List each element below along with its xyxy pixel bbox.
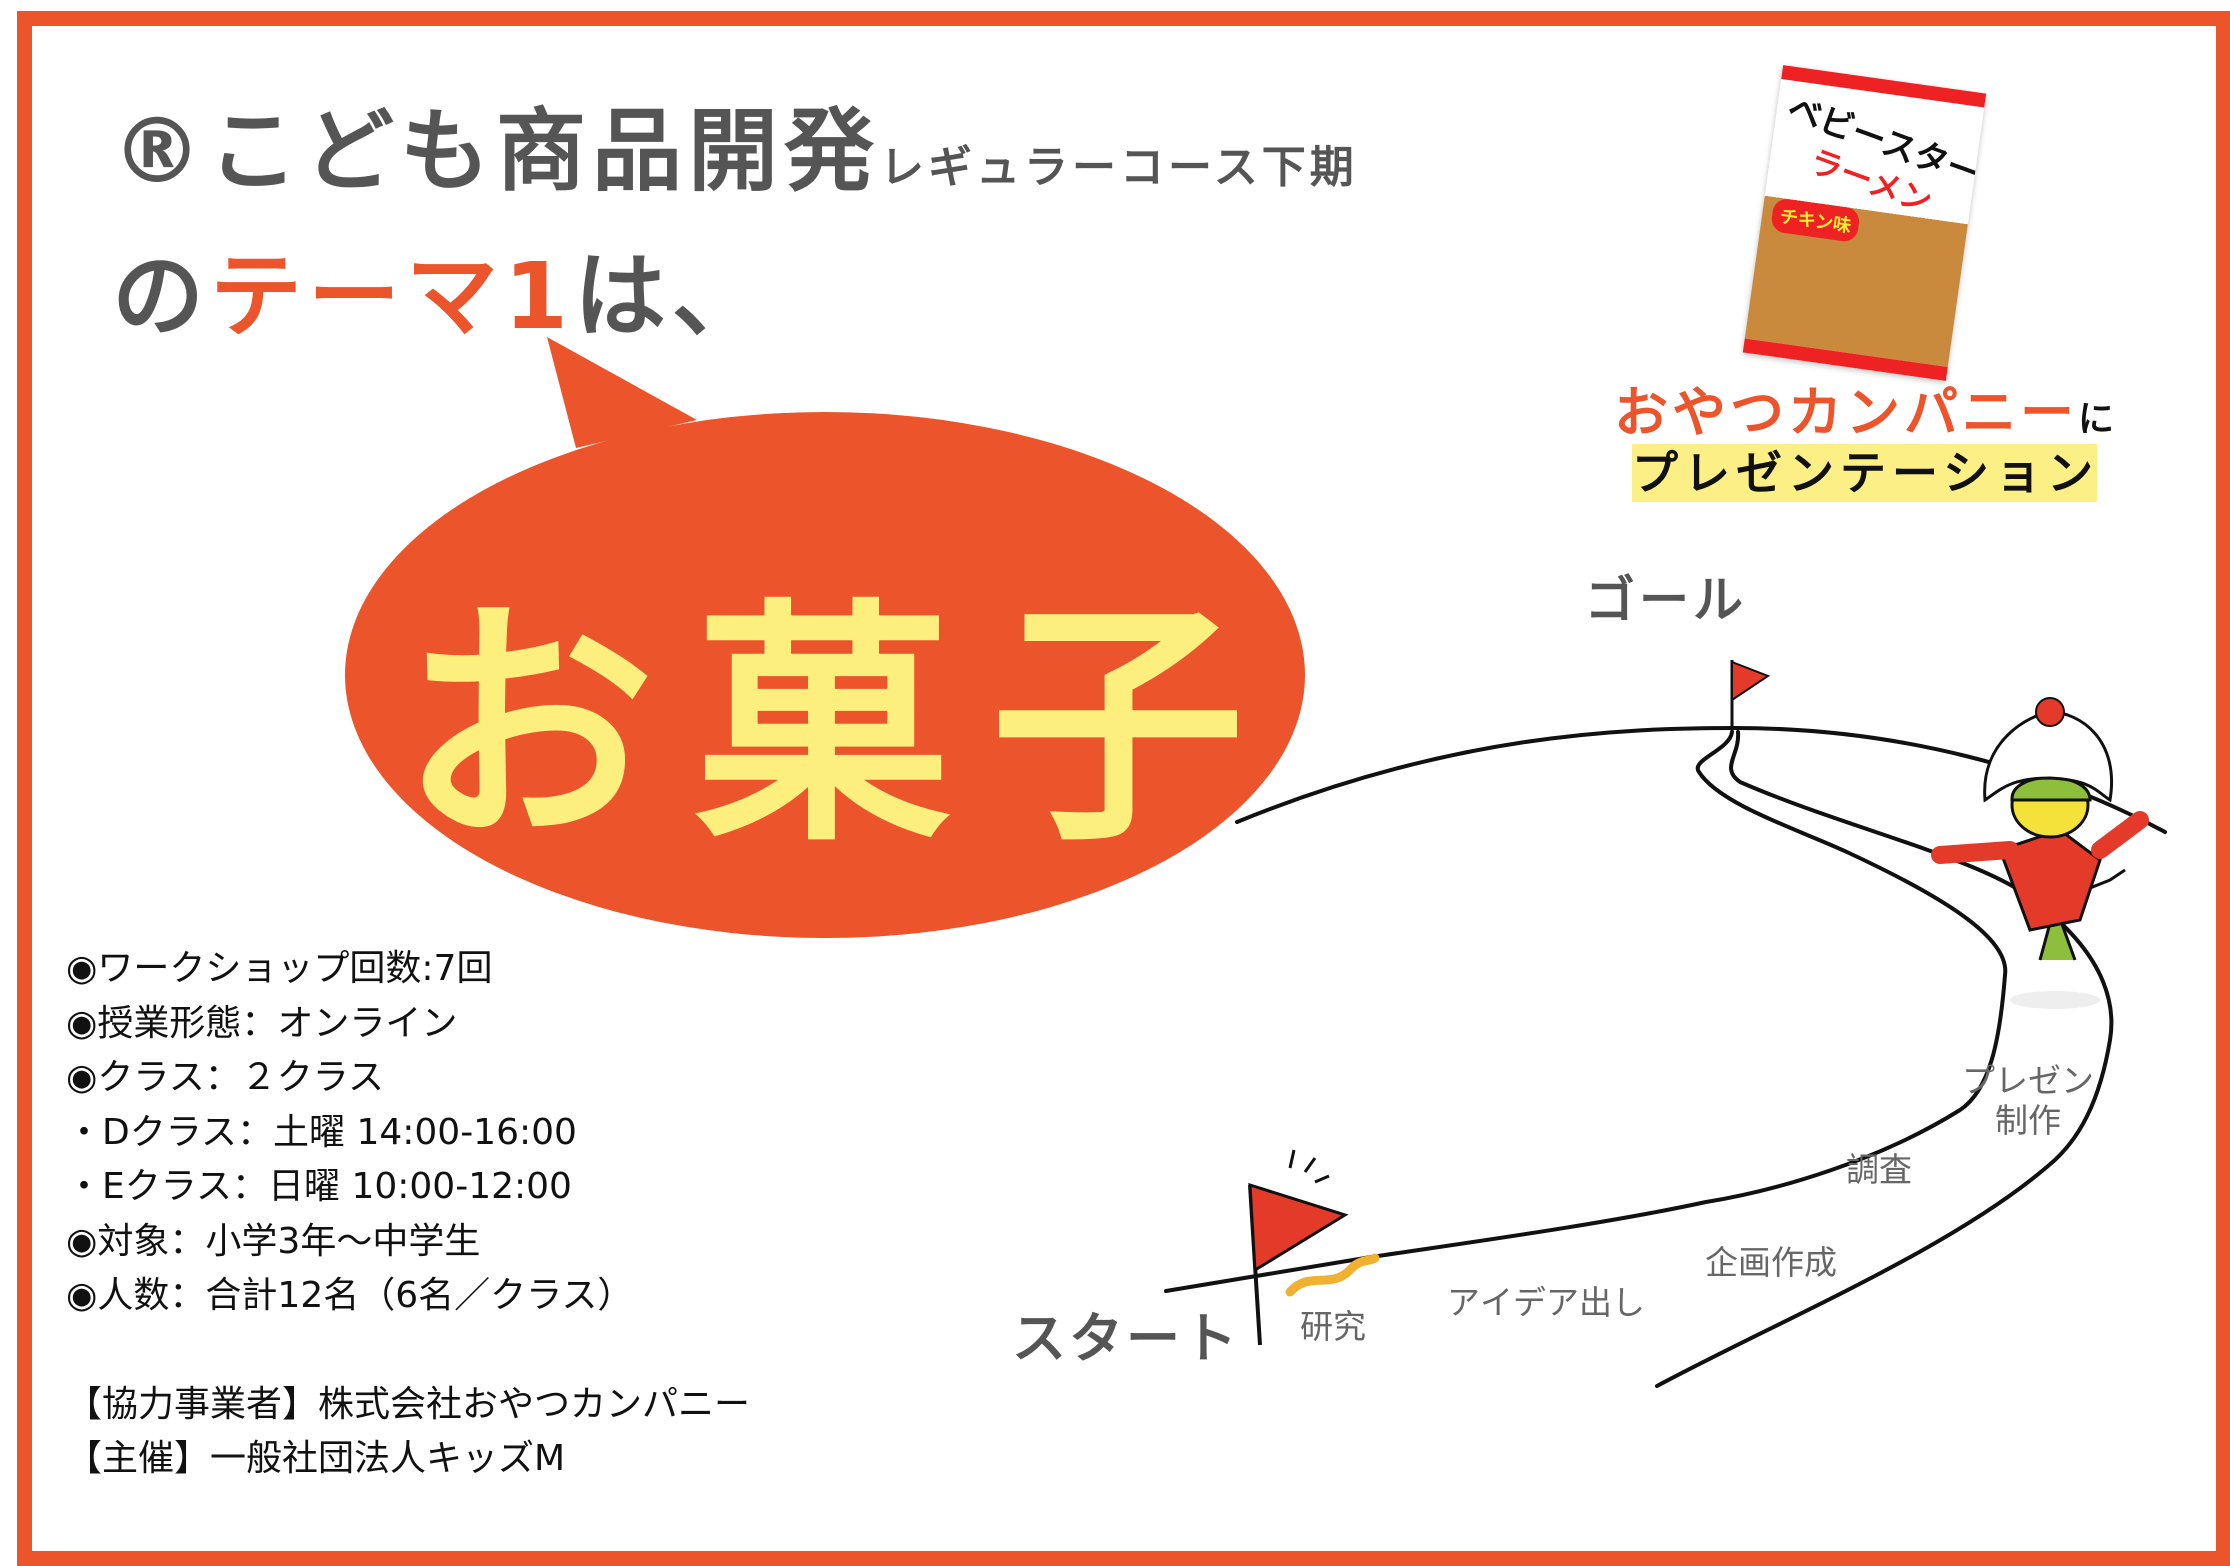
step-research: 研究 [1300, 1307, 1366, 1346]
workshop-info: ◉ワークショップ回数:7回 ◉授業形態：オンライン ◉クラス：２クラス ・Dクラ… [66, 942, 750, 1487]
step-survey: 調査 [1846, 1150, 1912, 1189]
info-item: ・Dクラス：土曜 14:00-16:00 [66, 1111, 577, 1153]
goal-flag-icon [1730, 660, 1771, 735]
start-flag-icon [1248, 1149, 1380, 1346]
title-prefix: の [112, 243, 211, 350]
road-edge-a [1164, 730, 2008, 1293]
organizer-credit: 【主催】一般社団法人キッズM [66, 1438, 566, 1479]
step-presentation-line1: プレゼン [1962, 1061, 2094, 1100]
step-presentation: プレゼン 制作 [1962, 1061, 2094, 1141]
product-image-babystar: ベビースター ラーメン チキン味 [1742, 65, 1987, 381]
info-item: ◉クラス：２クラス [66, 1057, 384, 1098]
product-flavor: チキン味 [1769, 197, 1862, 244]
title-suffix: は、 [574, 243, 771, 350]
road [1164, 725, 2167, 1388]
partner-credit: 【協力事業者】株式会社おやつカンパニー [66, 1383, 751, 1425]
particle: に [2078, 399, 2119, 440]
info-item: ◉対象：小学3年〜中学生 [66, 1220, 481, 1262]
mascot-character-icon [1931, 697, 2149, 1009]
info-item: ◉ワークショップ回数:7回 [66, 948, 493, 989]
title-line-1: ®こども商品開発レギュラーコース下期 [112, 78, 1358, 208]
info-item: ◉授業形態：オンライン [66, 1002, 458, 1044]
title-main: ®こども商品開発 [112, 99, 880, 204]
theme-title: お菓子 [400, 579, 1286, 876]
step-ideation: アイデア出し [1447, 1283, 1645, 1322]
step-presentation-line2: 制作 [1995, 1101, 2061, 1140]
theme-number: テーマ1 [210, 243, 575, 350]
road-edge-b [1655, 730, 2114, 1388]
sponsor-company: おやつカンパニーに [1614, 368, 2118, 447]
speech-bubble [345, 337, 1305, 938]
title-sub: レギュラーコース下期 [880, 142, 1358, 193]
company-name: おやつカンパニー [1614, 381, 2078, 444]
title-line-2: のテーマ1は、 [112, 222, 770, 355]
info-item: ◉人数：合計12名（6名／クラス） [66, 1275, 634, 1316]
info-item: ・Eクラス：日曜 10:00-12:00 [66, 1166, 572, 1207]
step-planning: 企画作成 [1705, 1243, 1837, 1282]
presentation-label: プレゼンテーション [1632, 444, 2100, 502]
goal-label: ゴール [1585, 571, 1747, 629]
start-label: スタート [1012, 1307, 1240, 1370]
